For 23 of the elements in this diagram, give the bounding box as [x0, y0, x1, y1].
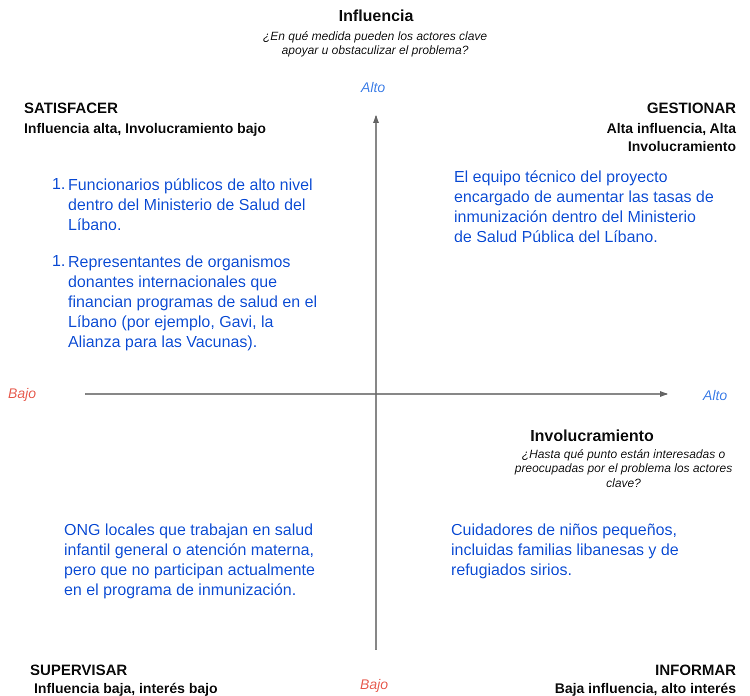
quadrant-title: INFORMAR — [654, 662, 736, 679]
quadrant-title: GESTIONAR — [646, 100, 736, 117]
quadrant-subtitle: Influencia alta, Involucramiento bajo — [24, 120, 267, 138]
stakeholder-text: El equipo técnico del proyecto encargado de aumentar las tasas de inmunización dentro del Ministerio de Salud Pública del Líbano. — [454, 168, 714, 248]
quadrant-subtitle: Influencia baja, interés bajo — [34, 680, 219, 696]
axis-end-label: Bajo — [8, 385, 38, 401]
axis-end-label: Bajo — [360, 676, 390, 692]
axis-end-label: Alto — [703, 387, 728, 403]
quadrant-subtitle: Alta influencia, Alta Involucramiento — [606, 120, 736, 155]
quadrant-title: SUPERVISAR — [30, 662, 128, 679]
stakeholder-text: Representantes de organismos donantes internacionales que financian programas de salud en el Líbano (por ejemplo, Gavi, la Alianza para las Vacunas). — [68, 253, 318, 353]
stakeholder-text: Cuidadores de niños pequeños, incluidas familias libanesas y de refugiados sirios. — [451, 521, 680, 581]
axis-end-label: Alto — [361, 79, 386, 95]
axis-title: Influencia — [338, 8, 414, 26]
list-number: 1. — [52, 176, 66, 194]
stakeholder-text: ONG locales que trabajan en salud infantil general o atención materna, pero que no participan actualmente en el programa de inmunización. — [64, 521, 316, 601]
axis-question: ¿Hasta qué punto están interesadas o preocupadas por el problema los actores clave? — [514, 447, 734, 490]
list-number: 1. — [52, 253, 66, 271]
quadrant-subtitle: Baja influencia, alto interés — [554, 680, 736, 696]
stakeholder-text: Funcionarios públicos de alto nivel dentro del Ministerio de Salud del Líbano. — [68, 176, 314, 236]
quadrant-title: SATISFACER — [24, 100, 119, 117]
axis-title: Involucramiento — [529, 428, 655, 446]
axis-question: ¿En qué medida pueden los actores clave apoyar u obstaculizar el problema? — [262, 29, 488, 58]
